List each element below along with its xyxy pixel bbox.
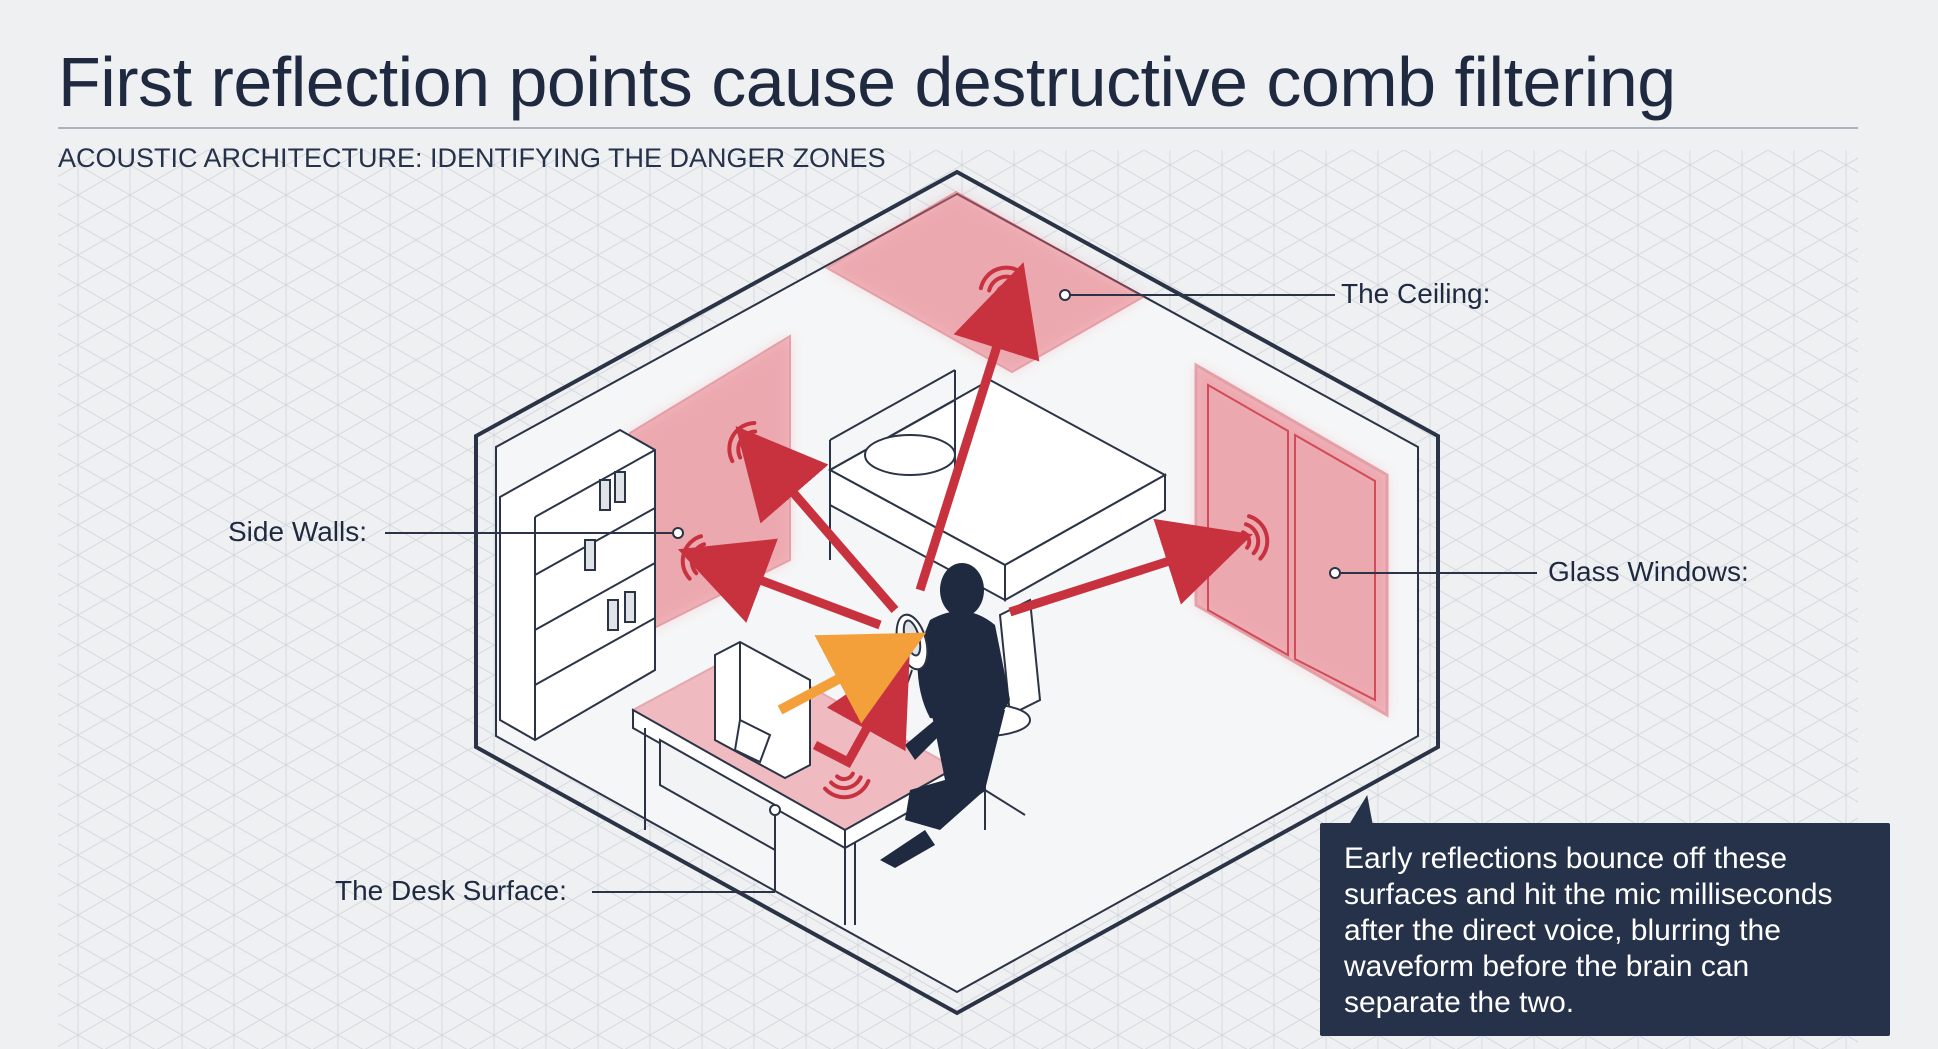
bookshelf xyxy=(499,428,656,742)
reflection-arrow-glass-windows xyxy=(1008,518,1253,617)
reflection-arrow-side-wall-upper xyxy=(735,425,899,613)
sound-wave-icon xyxy=(727,420,758,464)
callout-leader-lines xyxy=(385,289,1537,893)
reflection-arrow-side-wall-lower xyxy=(677,538,882,630)
reflection-arrow-ceiling xyxy=(915,262,1040,592)
computer-monitor xyxy=(714,640,811,780)
sound-wave-icon xyxy=(978,265,1025,295)
sound-wave-icon xyxy=(1240,514,1270,561)
person-silhouette xyxy=(880,563,1010,868)
info-box: Early reflections bounce off these surfa… xyxy=(1320,823,1890,1036)
callout-desk-surface: The Desk Surface: xyxy=(335,875,567,906)
callout-ceiling: The Ceiling: xyxy=(1341,278,1491,309)
danger-zone-glass-windows xyxy=(1194,362,1389,718)
title-divider xyxy=(58,127,1858,129)
callout-side-walls: Side Walls: xyxy=(228,516,368,547)
sound-wave-icon xyxy=(823,771,871,800)
page-title: First reflection points cause destructiv… xyxy=(58,43,1676,121)
page-subtitle: ACOUSTIC ARCHITECTURE: IDENTIFYING THE D… xyxy=(58,143,886,173)
direct-voice-arrow xyxy=(777,632,927,724)
info-box-text: Early reflections bounce off these surfa… xyxy=(1344,842,1833,1019)
callout-glass-windows: Glass Windows: xyxy=(1548,556,1749,587)
